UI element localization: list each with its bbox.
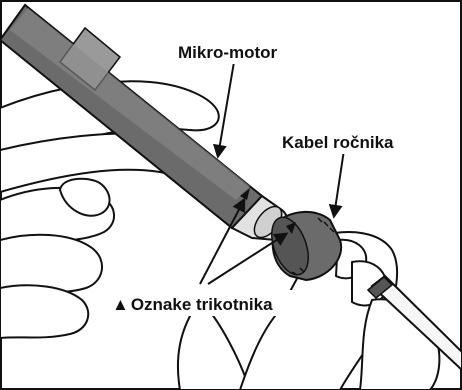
triangle-marks-label: ▲Oznake trikotnika	[112, 295, 273, 314]
handpiece-cable-label: Kabel ročnika	[282, 133, 394, 152]
micro-motor-label: Mikro-motor	[178, 43, 278, 62]
triangle-marks-text: Oznake trikotnika	[131, 295, 273, 314]
triangle-glyph: ▲	[112, 295, 129, 314]
